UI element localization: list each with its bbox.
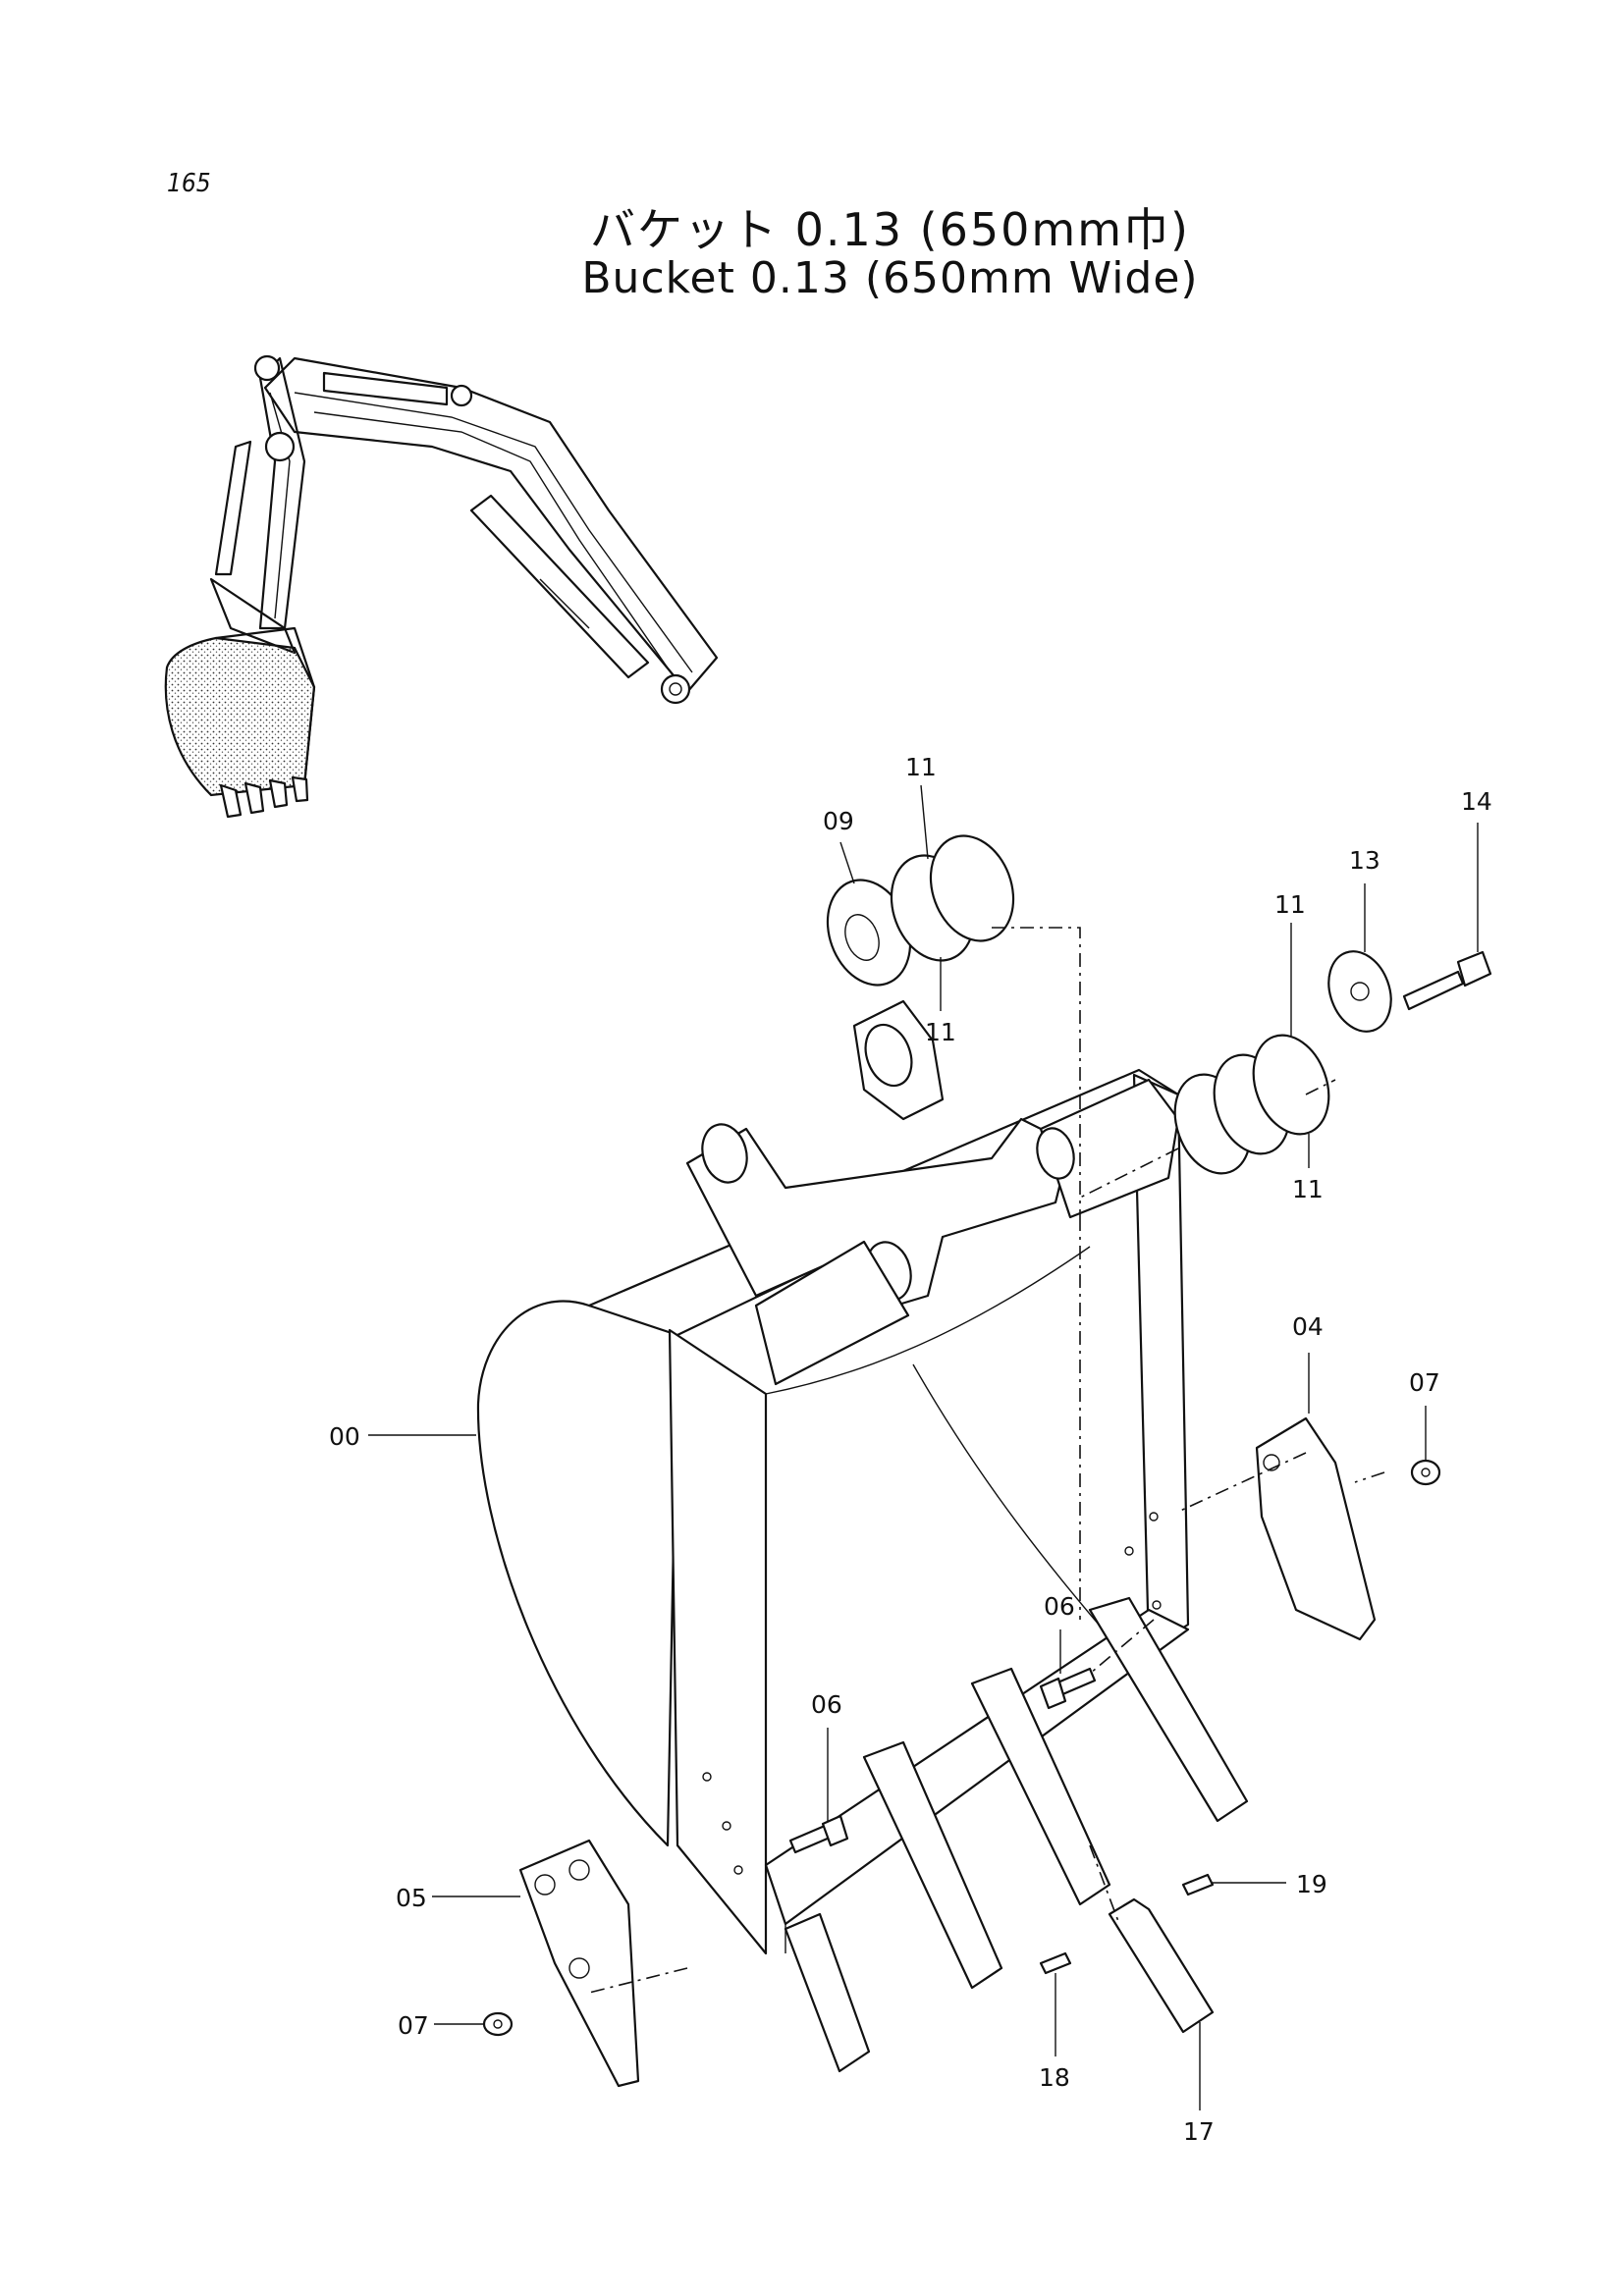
pin-18	[1039, 1951, 1072, 1975]
callout-09: 09	[823, 807, 855, 884]
bucket-body	[476, 999, 1190, 1955]
svg-text:13: 13	[1349, 846, 1380, 875]
assembly-lines	[588, 927, 1385, 1994]
title-japanese: バケット 0.13 (650mm巾)	[590, 203, 1190, 256]
shims-11-right	[1173, 1034, 1330, 1175]
svg-text:11: 11	[1292, 1175, 1324, 1203]
svg-text:14: 14	[1461, 787, 1492, 816]
svg-text:11: 11	[905, 753, 937, 781]
callout-06-lower: 06	[811, 1690, 842, 1821]
nut-07-right	[1410, 1459, 1441, 1486]
callout-05: 05	[396, 1884, 520, 1912]
svg-text:07: 07	[398, 2011, 429, 2040]
title-english: Bucket 0.13 (650mm Wide)	[581, 253, 1199, 303]
svg-text:06: 06	[1044, 1592, 1075, 1621]
excavator-arm-inset	[164, 354, 719, 819]
svg-text:05: 05	[396, 1884, 427, 1912]
bucket-teeth	[784, 1596, 1249, 2073]
callout-18: 18	[1039, 1973, 1070, 2092]
nut-07-left	[482, 2011, 514, 2037]
tooth-17	[1108, 1897, 1215, 2034]
callout-14: 14	[1461, 787, 1492, 952]
svg-text:19: 19	[1296, 1870, 1327, 1898]
callout-11-right-top: 11	[1274, 890, 1306, 1036]
callout-17: 17	[1183, 2022, 1215, 2146]
callout-07-right: 07	[1409, 1368, 1440, 1461]
side-cutter-right	[1255, 1416, 1377, 1641]
callout-11-top: 11	[905, 753, 937, 860]
lock-19	[1181, 1873, 1215, 1896]
svg-text:17: 17	[1183, 2117, 1215, 2146]
svg-text:11: 11	[925, 1018, 956, 1046]
bolt-06-lower	[788, 1814, 849, 1854]
callout-00: 00	[329, 1422, 476, 1451]
svg-text:06: 06	[811, 1690, 842, 1719]
svg-text:09: 09	[823, 807, 854, 835]
svg-text:18: 18	[1039, 2063, 1070, 2092]
svg-text:04: 04	[1292, 1312, 1324, 1341]
callout-07-left: 07	[398, 2011, 484, 2040]
svg-text:07: 07	[1409, 1368, 1440, 1397]
shims-11-left	[890, 834, 1015, 962]
callout-11-mid: 11	[925, 957, 956, 1046]
page-number: 165	[167, 169, 211, 198]
callout-19: 19	[1213, 1870, 1327, 1898]
callout-11-right-bottom: 11	[1292, 1134, 1324, 1203]
side-cutter-left	[518, 1839, 640, 2088]
bolt-14	[1402, 950, 1492, 1011]
callout-06-upper: 06	[1044, 1592, 1075, 1674]
bolt-06-upper	[1039, 1667, 1097, 1710]
callout-04: 04	[1292, 1312, 1324, 1414]
svg-text:00: 00	[329, 1422, 360, 1451]
callout-13: 13	[1349, 846, 1380, 952]
svg-text:11: 11	[1274, 890, 1306, 919]
plate-13	[1327, 950, 1392, 1033]
